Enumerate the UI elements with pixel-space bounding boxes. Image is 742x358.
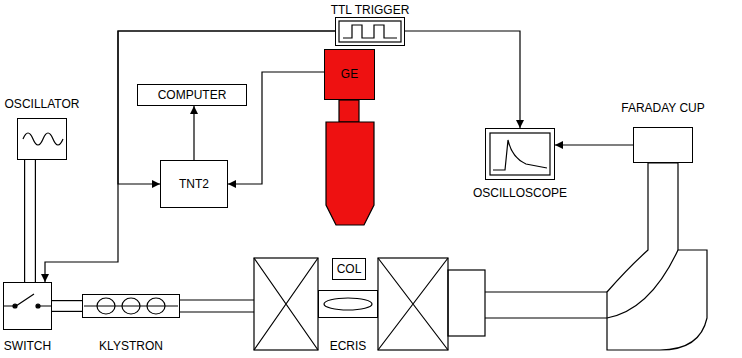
signal-line — [194, 106, 195, 160]
part-label: ECRIS — [330, 340, 367, 353]
oscillator-box: OSCILLATOR — [17, 118, 67, 160]
ecris-box: ECRIS — [318, 290, 378, 318]
signal-line — [45, 31, 335, 282]
signal-path — [118, 31, 335, 184]
signal-path — [228, 72, 324, 184]
switch-symbol — [4, 294, 51, 306]
oscilloscope-box: OSCILLOSCOPE — [485, 128, 555, 180]
box-label: TNT2 — [179, 178, 209, 191]
signal-line — [118, 31, 335, 184]
detector-box: GE — [324, 49, 375, 100]
solenoid-coil — [254, 258, 318, 350]
part-label: SWITCH — [4, 340, 51, 353]
box-label: COMPUTER — [158, 89, 227, 102]
signal-path — [193, 106, 194, 160]
plasma-chamber — [324, 298, 372, 310]
part-label: TTL TRIGGER — [331, 4, 410, 17]
trigger-frame — [339, 21, 401, 42]
switch-box: SWITCH — [3, 282, 52, 330]
part-label: OSCILLATOR — [5, 98, 80, 111]
klystron-cavity — [97, 298, 115, 314]
signal-line — [228, 72, 324, 184]
scope-trace — [493, 140, 547, 170]
klystron-cavity — [147, 298, 165, 314]
sine-symbol — [23, 133, 63, 145]
coil-cross — [378, 258, 448, 350]
detector-head — [326, 122, 374, 225]
waveguide-wall — [52, 300, 82, 312]
computer-box: COMPUTER — [137, 84, 247, 106]
beam-tube — [485, 292, 607, 318]
waveguide-link — [52, 306, 82, 307]
pulse-symbol — [343, 25, 397, 38]
acquisition-box: TNT2 — [160, 160, 228, 208]
part-label: FARADAY CUP — [621, 102, 705, 115]
part-label: KLYSTRON — [99, 340, 163, 353]
solenoid-coil — [378, 258, 448, 350]
signal-path — [45, 31, 335, 282]
waveguide — [180, 300, 254, 312]
beam-path — [607, 250, 678, 318]
klystron-axis — [84, 305, 178, 306]
trigger-box: TTL TRIGGER — [335, 17, 405, 46]
signal-line — [555, 145, 633, 146]
switch-contact — [13, 304, 17, 308]
detector-neck — [339, 100, 359, 122]
coil-cross — [254, 258, 318, 350]
bending-magnet — [607, 163, 707, 350]
faraday-cup-box: FARADAY CUP — [633, 127, 693, 163]
box-label: GE — [341, 68, 358, 81]
signal-path — [405, 31, 520, 128]
extraction-box — [448, 270, 485, 336]
waveguide-link — [30, 160, 31, 282]
part-label: OSCILLOSCOPE — [473, 187, 567, 200]
switch-contact — [36, 304, 40, 308]
waveguide-bore — [25, 160, 35, 282]
klystron-box: KLYSTRON — [82, 294, 180, 318]
signal-line — [405, 31, 520, 128]
box-label: COL — [337, 263, 362, 276]
scope-screen — [490, 133, 550, 175]
waveguide-bore — [52, 301, 82, 311]
collimator-box: COL — [332, 258, 366, 280]
waveguide-wall — [24, 160, 36, 282]
klystron-cavity — [122, 298, 140, 314]
signal-path — [555, 144, 633, 145]
